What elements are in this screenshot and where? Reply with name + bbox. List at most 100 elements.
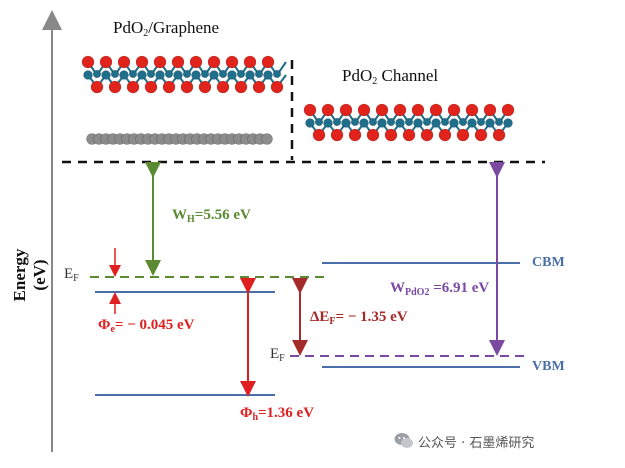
o-atom — [144, 80, 158, 94]
o-atom — [117, 55, 131, 69]
pd-atom — [110, 69, 120, 79]
o-atom — [303, 103, 317, 117]
o-atom — [189, 55, 203, 69]
pd-atom — [395, 118, 405, 128]
o-atom — [261, 55, 275, 69]
o-atom — [81, 55, 95, 69]
o-atom — [171, 55, 185, 69]
o-atom — [483, 103, 497, 117]
pd-atom — [341, 118, 351, 128]
pd-atom — [191, 70, 201, 80]
o-atom — [501, 103, 515, 117]
o-atom — [252, 80, 266, 94]
pd-atom — [218, 69, 228, 79]
o-atom — [393, 103, 407, 117]
o-atom — [411, 103, 425, 117]
o-atom — [402, 128, 416, 142]
work-function-pdo2-label: WPdO2 =6.91 eV — [390, 280, 490, 298]
pd-atom — [254, 69, 264, 79]
o-atom — [492, 128, 506, 142]
o-atom — [108, 80, 122, 94]
pdo2-channel-structure — [303, 103, 515, 142]
pd-atom — [272, 69, 282, 79]
pd-atom — [494, 117, 504, 127]
pd-atom — [386, 117, 396, 127]
pd-atom — [323, 118, 333, 128]
pd-atom — [119, 70, 129, 80]
pd-atom — [431, 118, 441, 128]
o-atom — [135, 55, 149, 69]
pd-atom — [200, 69, 210, 79]
pd-atom — [332, 117, 342, 127]
o-atom — [384, 128, 398, 142]
o-atom — [99, 55, 113, 69]
pdo2-on-graphene-structure — [81, 55, 287, 94]
pd-atom — [83, 70, 93, 80]
pd-atom — [404, 117, 414, 127]
o-atom — [162, 80, 176, 94]
o-atom — [474, 128, 488, 142]
right-structure-title: PdO2 Channel — [342, 66, 439, 87]
pd-atom — [350, 117, 360, 127]
o-atom — [330, 128, 344, 142]
pd-atom — [182, 69, 192, 79]
c-atom — [261, 133, 273, 145]
pd-atom — [209, 70, 219, 80]
o-atom — [153, 55, 167, 69]
o-atom — [339, 103, 353, 117]
o-atom — [270, 80, 284, 94]
work-function-h-label: WH=5.56 eV — [172, 207, 251, 225]
pd-atom — [128, 69, 138, 79]
o-atom — [420, 128, 434, 142]
o-atom — [180, 80, 194, 94]
o-atom — [321, 103, 335, 117]
phi-h-label: Φh=1.36 eV — [240, 405, 315, 423]
o-atom — [366, 128, 380, 142]
pd-atom — [236, 69, 246, 79]
pd-atom — [263, 70, 273, 80]
pd-atom — [377, 118, 387, 128]
o-atom — [348, 128, 362, 142]
pd-atom — [368, 117, 378, 127]
vbm-label: VBM — [532, 359, 565, 374]
pd-atom — [440, 117, 450, 127]
pd-atom — [476, 117, 486, 127]
fermi-level-left-label: EF — [64, 266, 79, 284]
pd-atom — [101, 70, 111, 80]
o-atom — [126, 80, 140, 94]
cbm-label: CBM — [532, 255, 565, 270]
pd-atom — [245, 70, 255, 80]
pd-atom — [413, 118, 423, 128]
fermi-level-right-label: EF — [270, 346, 285, 364]
o-atom — [456, 128, 470, 142]
o-atom — [429, 103, 443, 117]
y-axis-label: Energy (eV) — [10, 248, 49, 302]
pd-atom — [137, 70, 147, 80]
pd-atom — [485, 118, 495, 128]
watermark-text: 公众号 · 石墨烯研究 — [418, 436, 535, 451]
pd-atom — [458, 117, 468, 127]
o-atom — [90, 80, 104, 94]
delta-ef-label: ΔEF= − 1.35 eV — [310, 309, 408, 327]
pd-atom — [503, 118, 513, 128]
pd-atom — [146, 69, 156, 79]
phi-e-label: Φe= − 0.045 eV — [98, 317, 195, 335]
o-atom — [375, 103, 389, 117]
pd-atom — [305, 118, 315, 128]
o-atom — [198, 80, 212, 94]
graphene-layer-structure — [86, 133, 273, 145]
pd-atom — [92, 69, 102, 79]
o-atom — [234, 80, 248, 94]
o-atom — [438, 128, 452, 142]
left-structure-title: PdO2/Graphene — [113, 18, 220, 39]
pd-atom — [173, 70, 183, 80]
o-atom — [216, 80, 230, 94]
o-atom — [243, 55, 257, 69]
pd-atom — [422, 117, 432, 127]
o-atom — [465, 103, 479, 117]
pd-atom — [164, 69, 174, 79]
o-atom — [447, 103, 461, 117]
pd-atom — [314, 117, 324, 127]
